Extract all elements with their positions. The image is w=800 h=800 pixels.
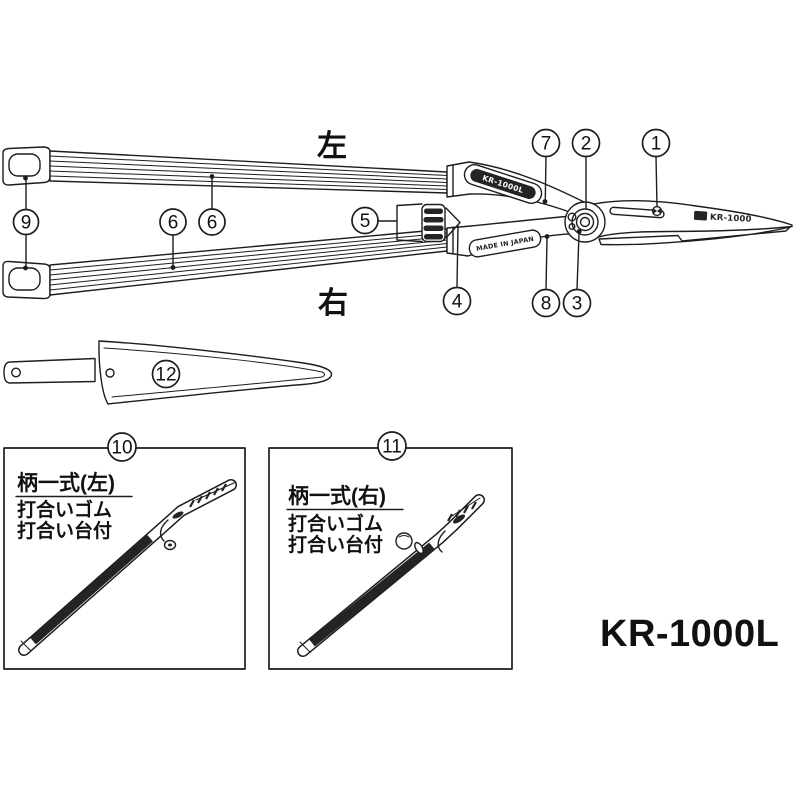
svg-text:8: 8 bbox=[541, 294, 552, 315]
svg-text:11: 11 bbox=[382, 437, 402, 458]
svg-text:6: 6 bbox=[207, 213, 218, 234]
callouts: 9 6 6 5 4 7 2 bbox=[12, 128, 671, 318]
brand-logo-block bbox=[693, 210, 708, 221]
counter-blade bbox=[598, 226, 791, 246]
callout-3: 3 bbox=[562, 233, 592, 318]
svg-text:4: 4 bbox=[452, 292, 463, 313]
lower-handle-badge: MADE IN JAPAN bbox=[468, 229, 542, 258]
bottom-handle bbox=[2, 228, 448, 300]
box-11-line2: 打合い台付 bbox=[288, 533, 383, 556]
svg-text:3: 3 bbox=[572, 294, 583, 315]
sheath-body bbox=[98, 340, 333, 405]
sheath-rivet-hole bbox=[105, 368, 115, 378]
bumper-band bbox=[423, 225, 444, 231]
top-handle-bar bbox=[49, 150, 448, 194]
lower-badge-outline bbox=[468, 229, 542, 258]
top-handle bbox=[2, 146, 448, 194]
svg-text:7: 7 bbox=[541, 134, 552, 155]
svg-text:2: 2 bbox=[581, 134, 592, 155]
box-11-title: 柄一式(右) bbox=[288, 484, 386, 508]
box-11-border bbox=[268, 447, 513, 670]
svg-text:1: 1 bbox=[651, 134, 662, 155]
callout-7: 7 bbox=[531, 128, 561, 204]
svg-text:12: 12 bbox=[155, 365, 176, 386]
handle-set-left-box: 10 柄一式(左) 打合いゴム 打合い台付 bbox=[3, 432, 246, 670]
blade-sheath: 12 bbox=[3, 340, 333, 405]
box-11-line1: 打合いゴム bbox=[288, 512, 383, 535]
top-handle-ribs bbox=[49, 155, 448, 190]
pivot-hole-upper bbox=[567, 212, 577, 222]
handle-assembly-left-drawing bbox=[18, 479, 237, 656]
box-10-line2: 打合い台付 bbox=[17, 519, 112, 542]
pivot-nut-inner bbox=[579, 216, 591, 228]
bumper-band bbox=[424, 208, 443, 214]
handle-set-right-box: 11 柄一式(右) 打合いゴム 打合い台付 bbox=[268, 431, 513, 670]
pivot bbox=[564, 201, 606, 243]
upper-handle-badge: KR-1000L bbox=[463, 164, 543, 204]
svg-text:9: 9 bbox=[21, 213, 32, 234]
model-number: KR-1000L bbox=[600, 613, 779, 655]
svg-text:6: 6 bbox=[168, 213, 179, 234]
blade-assembly: KR-1000 bbox=[588, 200, 793, 246]
sheath-stitching bbox=[103, 347, 325, 398]
orientation-label-right: 右 bbox=[318, 287, 348, 320]
pivot-nut-mid bbox=[575, 212, 595, 232]
orientation-label-left: 左 bbox=[317, 130, 347, 163]
sheath-strap-hole bbox=[10, 367, 22, 378]
bumper-striker-lines bbox=[445, 207, 461, 239]
bumper-band bbox=[423, 217, 444, 223]
svg-text:5: 5 bbox=[360, 211, 371, 232]
shears-drawing: KR-1000 KR-1000L MADE IN JAPAN bbox=[2, 146, 793, 300]
callout-6-upper: 6 bbox=[198, 174, 226, 236]
bumper-stack bbox=[421, 203, 461, 243]
svg-text:10: 10 bbox=[111, 438, 132, 459]
handle-assembly-right-drawing bbox=[297, 494, 485, 657]
callout-6-lower: 6 bbox=[159, 208, 187, 270]
box-10-title: 柄一式(左) bbox=[17, 471, 115, 495]
sheath-strap bbox=[3, 357, 96, 384]
blade-bolt-head bbox=[653, 208, 661, 214]
callout-1: 1 bbox=[641, 128, 671, 208]
bottom-handle-ribs bbox=[49, 232, 448, 291]
upper-badge-fill bbox=[470, 169, 536, 199]
box-10-line1: 打合いゴム bbox=[17, 498, 112, 521]
callout-5: 5 bbox=[351, 203, 423, 243]
callout-4: 4 bbox=[442, 225, 472, 316]
callout-2: 2 bbox=[571, 128, 601, 210]
pivot-hole-lower bbox=[568, 222, 576, 230]
blade-label-text: KR-1000 bbox=[710, 213, 752, 225]
callout-11 bbox=[377, 431, 407, 461]
washer-right bbox=[414, 541, 424, 555]
callout-12 bbox=[151, 359, 181, 389]
blade-slot bbox=[609, 206, 665, 219]
upper-arm: KR-1000L bbox=[446, 161, 594, 221]
callout-10 bbox=[107, 432, 137, 462]
bumper-band bbox=[424, 234, 443, 240]
blade-label: KR-1000 bbox=[693, 210, 752, 225]
callout-8: 8 bbox=[531, 234, 561, 318]
lower-arm: MADE IN JAPAN bbox=[446, 213, 595, 258]
pivot-pin bbox=[576, 229, 582, 234]
callout-9: 9 bbox=[12, 175, 40, 271]
